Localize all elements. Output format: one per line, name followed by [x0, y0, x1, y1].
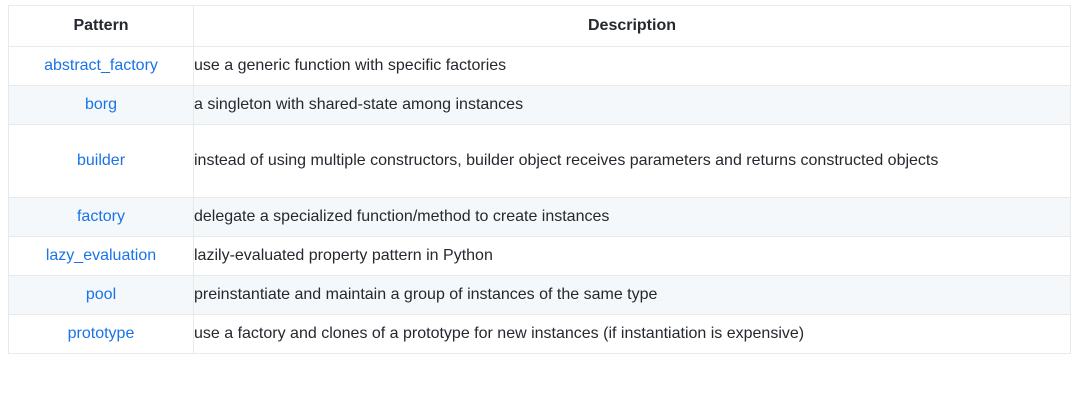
description-cell: use a generic function with specific fac…	[193, 46, 1071, 86]
description-cell: delegate a specialized function/method t…	[193, 197, 1071, 237]
pattern-cell: builder	[8, 124, 194, 198]
pattern-cell: borg	[8, 85, 194, 125]
column-header-description: Description	[193, 5, 1071, 47]
pattern-link-pool[interactable]: pool	[85, 286, 117, 304]
table-row: builder instead of using multiple constru…	[8, 124, 1071, 198]
description-cell: preinstantiate and maintain a group of i…	[193, 275, 1071, 315]
pattern-link-lazy_evaluation[interactable]: lazy_evaluation	[45, 247, 157, 265]
pattern-cell: lazy_evaluation	[8, 236, 194, 276]
table-row: pool preinstantiate and maintain a group …	[8, 275, 1071, 315]
column-header-pattern: Pattern	[8, 5, 194, 47]
pattern-cell: pool	[8, 275, 194, 315]
pattern-cell: prototype	[8, 314, 194, 354]
description-cell: a singleton with shared-state among inst…	[193, 85, 1071, 125]
table-row: abstract_factory use a generic function w…	[8, 46, 1071, 86]
table-header: Pattern Description	[8, 5, 1071, 47]
pattern-link-prototype[interactable]: prototype	[67, 325, 135, 343]
pattern-cell: factory	[8, 197, 194, 237]
pattern-link-builder[interactable]: builder	[76, 152, 126, 170]
pattern-link-borg[interactable]: borg	[84, 96, 118, 114]
table-row: prototype use a factory and clones of a p…	[8, 314, 1071, 354]
table-body: abstract_factory use a generic function w…	[8, 46, 1071, 354]
pattern-link-abstract_factory[interactable]: abstract_factory	[44, 57, 158, 75]
pattern-cell: abstract_factory	[8, 46, 194, 86]
pattern-link-factory[interactable]: factory	[76, 208, 125, 226]
table-header-row: Pattern Description	[8, 5, 1071, 47]
table-row: factory delegate a specialized function/m…	[8, 197, 1071, 237]
table-row: lazy_evaluation lazily-evaluated property…	[8, 236, 1071, 276]
description-cell: instead of using multiple constructors, …	[193, 124, 1071, 198]
description-cell: lazily-evaluated property pattern in Pyt…	[193, 236, 1071, 276]
description-cell: use a factory and clones of a prototype …	[193, 314, 1071, 354]
table-row: borg a singleton with shared-state among …	[8, 85, 1071, 125]
